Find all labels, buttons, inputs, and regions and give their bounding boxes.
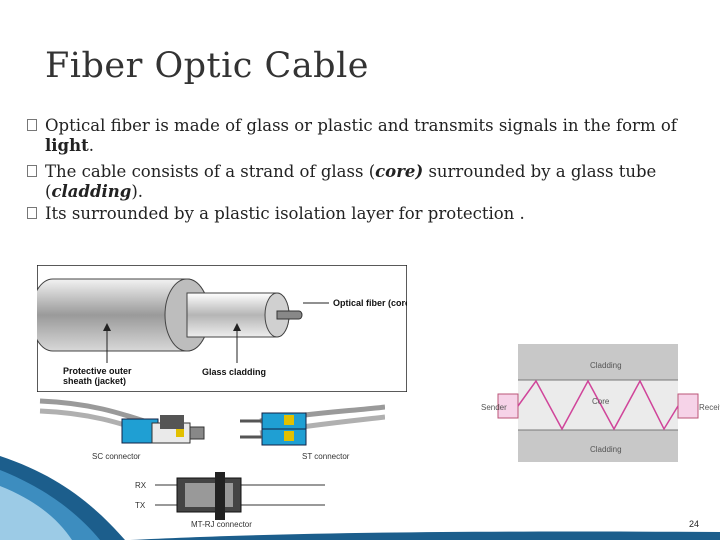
receiver-label: Receiver [699,403,720,412]
sc-connector-label: SC connector [92,452,141,461]
label-core: Optical fiber (core) [333,298,407,308]
bullet-box-icon [27,165,37,177]
bullet-box-icon [27,207,37,219]
bullet-text: The cable consists of a strand of glass … [45,162,376,181]
bullet-item: Optical fiber is made of glass or plasti… [27,116,687,156]
st-connector-label: ST connector [302,452,350,461]
st-connector-icon [240,412,307,446]
bullet-text: Its surrounded by a plastic isolation la… [45,204,525,223]
core-label: Core [592,397,610,406]
bullet-item: The cable consists of a strand of glass … [27,162,687,202]
bullet-text: Optical fiber is made of glass or plasti… [45,116,677,135]
bullet-emphasis: light [45,136,89,155]
mtrj-connector-diagram: RX TX MT-RJ connector [135,472,325,529]
cladding-bottom-label: Cladding [590,445,622,454]
bullet-box-icon [27,119,37,131]
tx-label: TX [135,501,146,510]
bullet-item: Its surrounded by a plastic isolation la… [27,204,687,224]
bullet-emphasis: core) [375,162,424,181]
bullet-text: . [88,136,94,155]
label-cladding: Glass cladding [202,367,266,377]
connector-photo: SC connector ST connector [30,393,385,463]
cladding-top-label: Cladding [590,361,622,370]
light-propagation-diagram: Cladding Core Cladding Sender Receiver [481,344,720,462]
bullet-emphasis: cladding [51,182,132,201]
bullet-text: surrounded by a glass tube ( [45,162,657,201]
slide-title: Fiber Optic Cable [45,46,369,86]
bullet-list: Optical fiber is made of glass or plasti… [27,116,687,224]
bullet-text: ). [131,182,144,201]
page-number: 24 [689,519,700,529]
light-ray [517,379,679,431]
mtrj-label: MT-RJ connector [191,520,252,529]
sc-connector-icon [121,415,205,444]
decorative-swoosh [0,456,720,540]
rx-label: RX [135,481,147,490]
sender-label: Sender [481,403,507,412]
